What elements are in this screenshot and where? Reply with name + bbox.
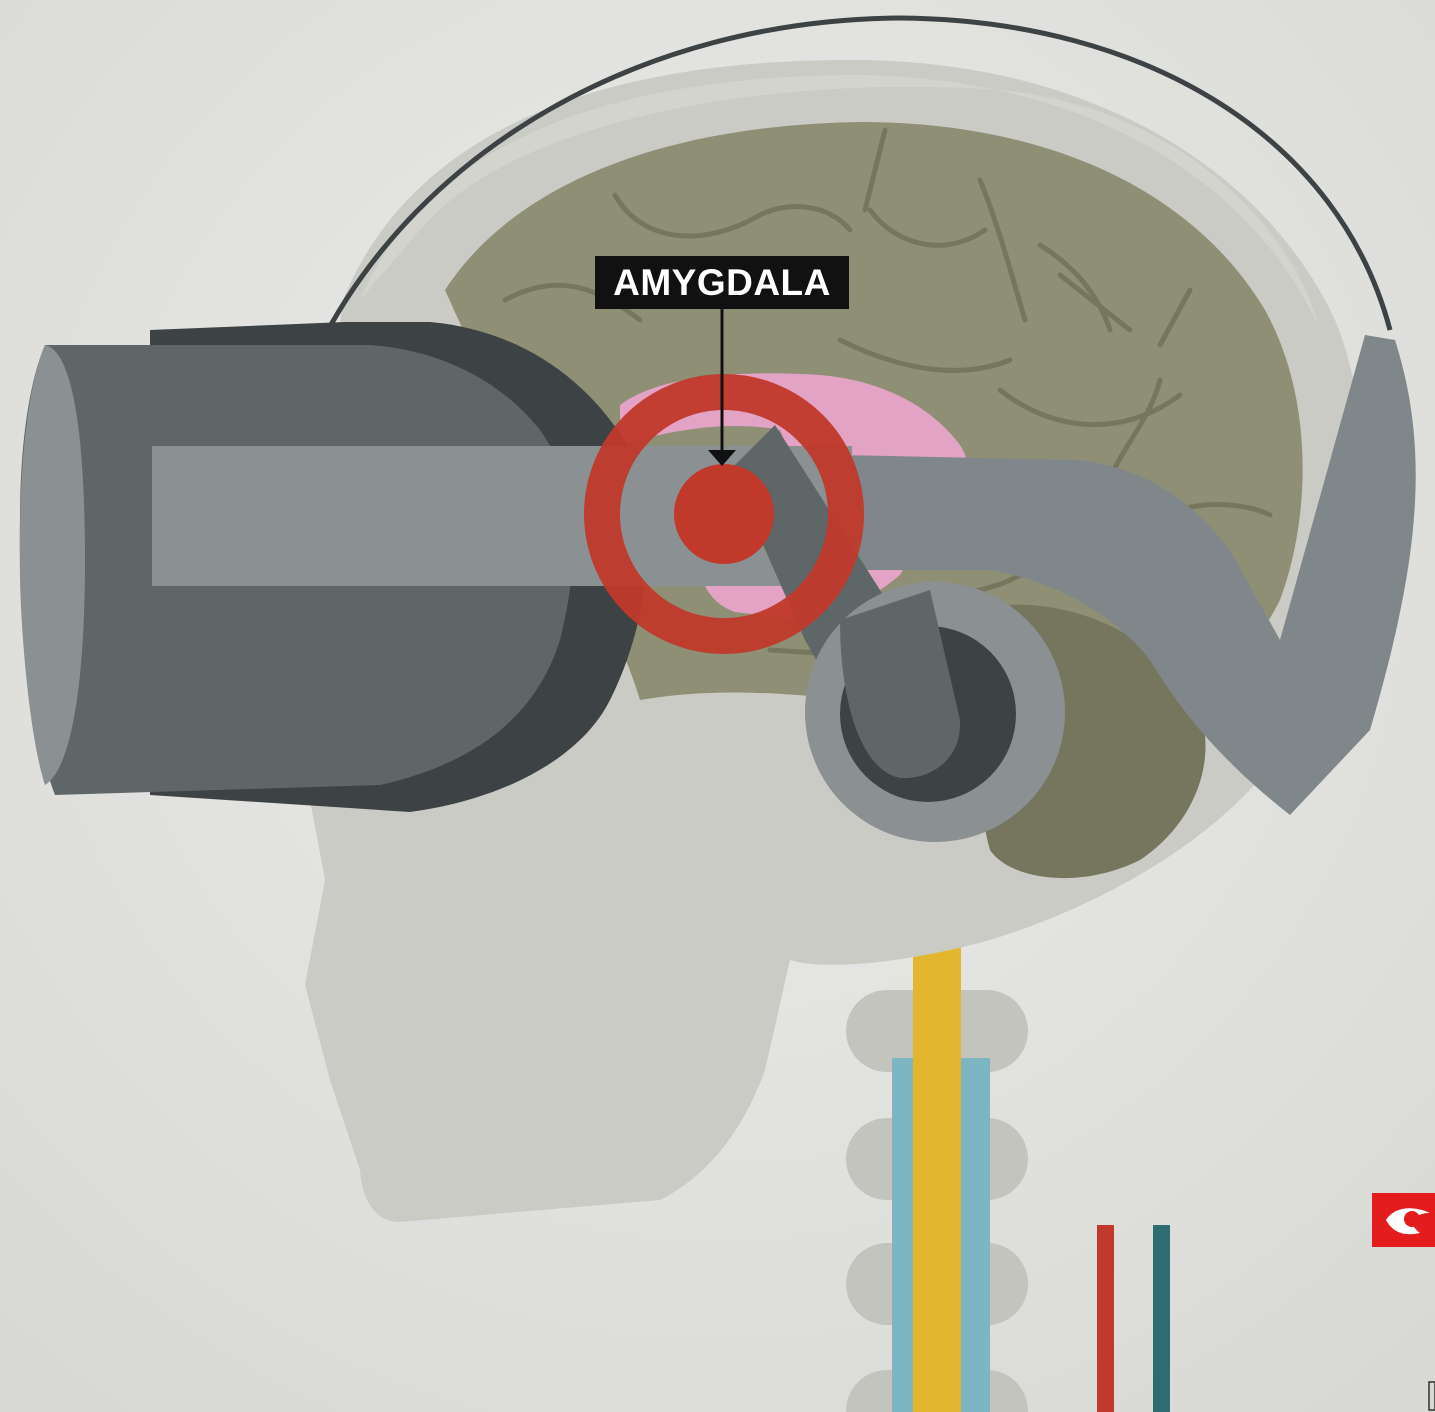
accent-teal-line bbox=[1153, 1225, 1170, 1412]
amygdala-marker bbox=[674, 464, 774, 564]
spinal-cord bbox=[913, 905, 961, 1412]
broadcaster-logo bbox=[1372, 1193, 1435, 1247]
amygdala-callout-label: AMYGDALA bbox=[595, 256, 849, 309]
eye-icon bbox=[1372, 1193, 1435, 1247]
player-control-icon[interactable] bbox=[1428, 1380, 1435, 1412]
accent-red-line bbox=[1097, 1225, 1114, 1412]
